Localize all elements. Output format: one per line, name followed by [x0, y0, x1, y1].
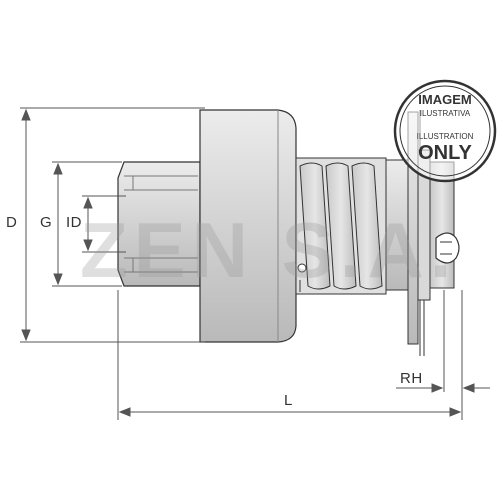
dimension-lines — [20, 107, 490, 420]
stamp-line-4: ONLY — [418, 142, 472, 164]
stamp-ring — [393, 79, 497, 183]
zen-watermark: ZEN S.A. — [80, 206, 458, 294]
dimension-label-id: ID — [66, 214, 82, 231]
helical-spring — [295, 157, 387, 295]
dimension-label-d: D — [6, 214, 18, 231]
collar-flange — [385, 110, 460, 356]
dimension-label-l: L — [284, 392, 293, 409]
clutch-housing — [199, 109, 297, 343]
illustrative-image-stamp: IMAGEM ILUSTRATIVA ILLUSTRATION ONLY — [392, 78, 498, 184]
stamp-line-1: IMAGEM — [418, 92, 472, 107]
dimension-label-rh: RH — [400, 370, 423, 387]
dimension-label-g: G — [40, 214, 53, 231]
stamp-line-2: ILUSTRATIVA — [419, 109, 471, 118]
stamp-line-3: ILLUSTRATION — [416, 132, 474, 141]
